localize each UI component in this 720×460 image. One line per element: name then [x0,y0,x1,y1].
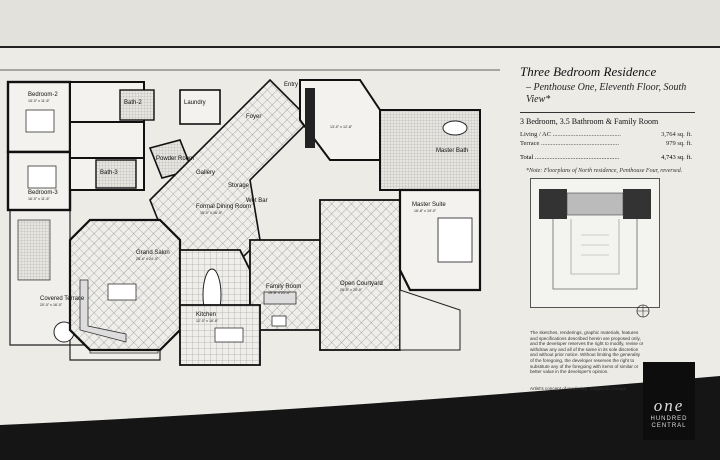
dim-kitchen: 12'-0" x 16'-8" [196,319,219,323]
key-plan [530,178,660,308]
config-text: 3 Bedroom, 3.5 Bathroom & Family Room [520,117,659,126]
logo-word: one [653,396,685,415]
label-storage: Storage [228,183,250,189]
one-hundred-central-logo: one HUNDRED CENTRAL [643,362,695,440]
living-label: Living / AC ............................… [520,131,621,138]
area-row-total: Total ..................................… [520,154,692,161]
label-family-room: Family Room [266,284,301,290]
label-wetbar: Wet Bar [246,198,268,204]
dim-covered-terrace: 20'-0" x 16'-0" [40,303,63,307]
bath-2-area [119,89,155,121]
dim-bedroom-2: 15'-0" x 11'-6" [28,99,51,103]
laundry-area [179,89,221,125]
label-powder: Powder Room [156,156,194,162]
dim-formal-dining: 15'-0" x 16'-0" [200,211,223,215]
compass-icon [636,304,650,318]
info-panel: Three Bedroom Residence – Penthouse One,… [520,64,710,175]
area-row-living: Living / AC ............................… [520,130,692,139]
area-table: Living / AC ............................… [520,130,710,148]
label-bath-3: Bath-3 [100,170,118,176]
top-band [0,0,720,46]
label-covered-terrace: Covered Terrace [40,296,85,302]
dim-open-courtyard: 28'-0" x 20'-0" [340,288,363,292]
dim-master-suite: 16'-8" x 19'-0" [414,209,437,213]
terrace-value: 979 sq. ft. [666,140,692,147]
label-entry: Entry [284,82,298,88]
label-bath-2: Bath-2 [124,100,142,106]
dim-family-room: 19'-8" x 21'-4" [268,291,291,295]
label-gallery: Gallery [196,170,215,176]
label-master-suite: Master Suite [412,202,446,208]
living-value: 3,764 sq. ft. [661,131,692,138]
label-kitchen: Kitchen [196,312,216,318]
dim-grand-salon: 28'-6" x 24'-0" [136,257,159,261]
legal-disclaimer: The sketches, renderings, graphic materi… [530,330,644,375]
label-formal-dining: Formal Dining Room [196,204,251,210]
total-label: Total ..................................… [520,154,620,161]
floor-plan: Bedroom-2 15'-0" x 11'-6" Bedroom-3 16'-… [0,69,500,366]
dim-bedroom-3: 16'-0" x 11'-6" [28,197,51,201]
label-foyer: Foyer [246,114,261,120]
residence-subtitle: – Penthouse One, Eleventh Floor, South V… [526,82,687,105]
label-bedroom-2: Bedroom-2 [28,92,58,98]
area-row-terrace: Terrace ................................… [520,139,692,148]
open-courtyard-floor [319,199,401,351]
residence-title: Three Bedroom Residence [520,64,657,79]
artist-note: Artist's concept of rendering. Subject t… [530,386,628,391]
total-value: 4,743 sq. ft. [661,154,692,161]
label-open-courtyard: Open Courtyard [340,281,383,287]
label-bedroom-3: Bedroom-3 [28,190,58,196]
terrace-pool [17,219,51,281]
bath-3-area [95,159,137,189]
reversed-note: *Note: Floorplans of North residence, Pe… [526,168,683,174]
logo-line-1: HUNDRED [650,416,688,422]
panel-divider [520,112,695,113]
dim-closet: 13'-0" x 12'-8" [330,125,353,129]
label-laundry: Laundry [184,100,206,106]
terrace-label: Terrace ................................… [520,140,620,147]
top-rule [0,46,720,48]
logo-line-2: CENTRAL [651,423,687,429]
label-grand-salon: Grand Salon [136,250,170,256]
label-master-bath: Master Bath [436,148,468,154]
